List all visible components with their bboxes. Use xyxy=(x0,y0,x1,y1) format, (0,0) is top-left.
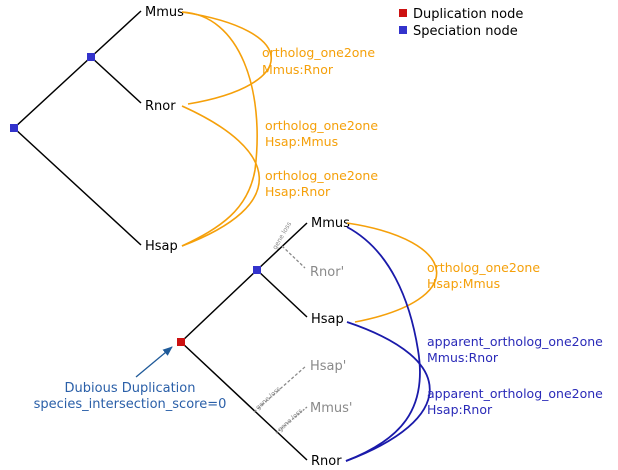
tree1-leaf-mmus: Mmus xyxy=(145,5,184,20)
tree1-relation-pair: Mmus:Rnor xyxy=(262,62,334,77)
annotation-line-1: Dubious Duplication xyxy=(65,381,196,396)
tree1-leaf-hsap: Hsap xyxy=(145,239,178,254)
gene-loss-label: gene loss xyxy=(254,384,283,411)
tree2-leaf-rnor-lost: Rnor' xyxy=(310,265,344,280)
tree2-apparent-ortholog-arc-mmus-rnor xyxy=(345,226,421,462)
tree2-relation-pair: Mmus:Rnor xyxy=(427,350,499,365)
duplication-legend-swatch xyxy=(399,9,407,17)
tree1-relation-pair: Hsap:Rnor xyxy=(265,184,331,199)
tree1-branch xyxy=(90,56,142,104)
tree1-leaf-rnor: Rnor xyxy=(145,99,176,114)
annotation-arrow xyxy=(135,346,173,378)
speciation-legend-swatch xyxy=(399,26,407,34)
tree1-branch xyxy=(13,56,92,129)
tree2-leaf-mmus: Mmus xyxy=(311,216,350,231)
tree2-relation-type: apparent_ortholog_one2one xyxy=(427,334,603,349)
tree1-speciation-node xyxy=(10,124,18,132)
tree2-leaf-mmus-lost: Mmus' xyxy=(310,401,352,416)
tree2-lost-branch xyxy=(253,365,307,413)
tree2-ortholog-arc-hsap-mmus xyxy=(346,222,438,323)
tree1-branch xyxy=(13,127,142,246)
tree2-lost-branch xyxy=(281,245,306,269)
legend: Duplication node Speciation node xyxy=(399,7,523,39)
tree1-relation-type: ortholog_one2one xyxy=(265,168,378,183)
tree1-ortholog-arc-mmus-rnor xyxy=(181,11,272,105)
tree2-apparent-ortholog-arc-hsap-rnor xyxy=(345,321,431,462)
tree2-relation-pair: Hsap:Mmus xyxy=(427,276,500,291)
tree2-leaf-rnor: Rnor xyxy=(311,454,342,469)
speciation-legend-label: Speciation node xyxy=(413,24,518,39)
tree2-duplication-node xyxy=(177,338,185,346)
tree2-branch xyxy=(180,341,308,461)
tree2-leaf-hsap-lost: Hsap' xyxy=(310,359,346,374)
tree1-relation-type: ortholog_one2one xyxy=(262,45,375,60)
tree1-speciation-node xyxy=(87,53,95,61)
tree-1: Mmus Rnor Hsap ortholog_one2one Mmus:Rno… xyxy=(10,5,378,254)
tree2-leaf-hsap: Hsap xyxy=(311,312,344,327)
tree1-branch xyxy=(90,10,142,58)
tree1-ortholog-arc-hsap-rnor xyxy=(181,105,261,247)
annotation-line-2: species_intersection_score=0 xyxy=(34,397,227,412)
tree2-branch xyxy=(180,269,258,343)
gene-loss-label: gene loss xyxy=(276,406,305,433)
tree1-relation-type: ortholog_one2one xyxy=(265,118,378,133)
tree2-speciation-node xyxy=(253,266,261,274)
tree2-relation-type: ortholog_one2one xyxy=(427,260,540,275)
tree2-branch xyxy=(256,269,308,318)
tree1-ortholog-arc-hsap-mmus xyxy=(181,11,258,247)
tree1-relation-pair: Hsap:Mmus xyxy=(265,134,338,149)
tree2-relation-pair: Hsap:Rnor xyxy=(427,402,493,417)
tree2-relation-type: apparent_ortholog_one2one xyxy=(427,386,603,401)
tree-2: gene loss gene loss gene loss Mmus Rnor'… xyxy=(34,216,604,469)
duplication-legend-label: Duplication node xyxy=(413,7,523,22)
